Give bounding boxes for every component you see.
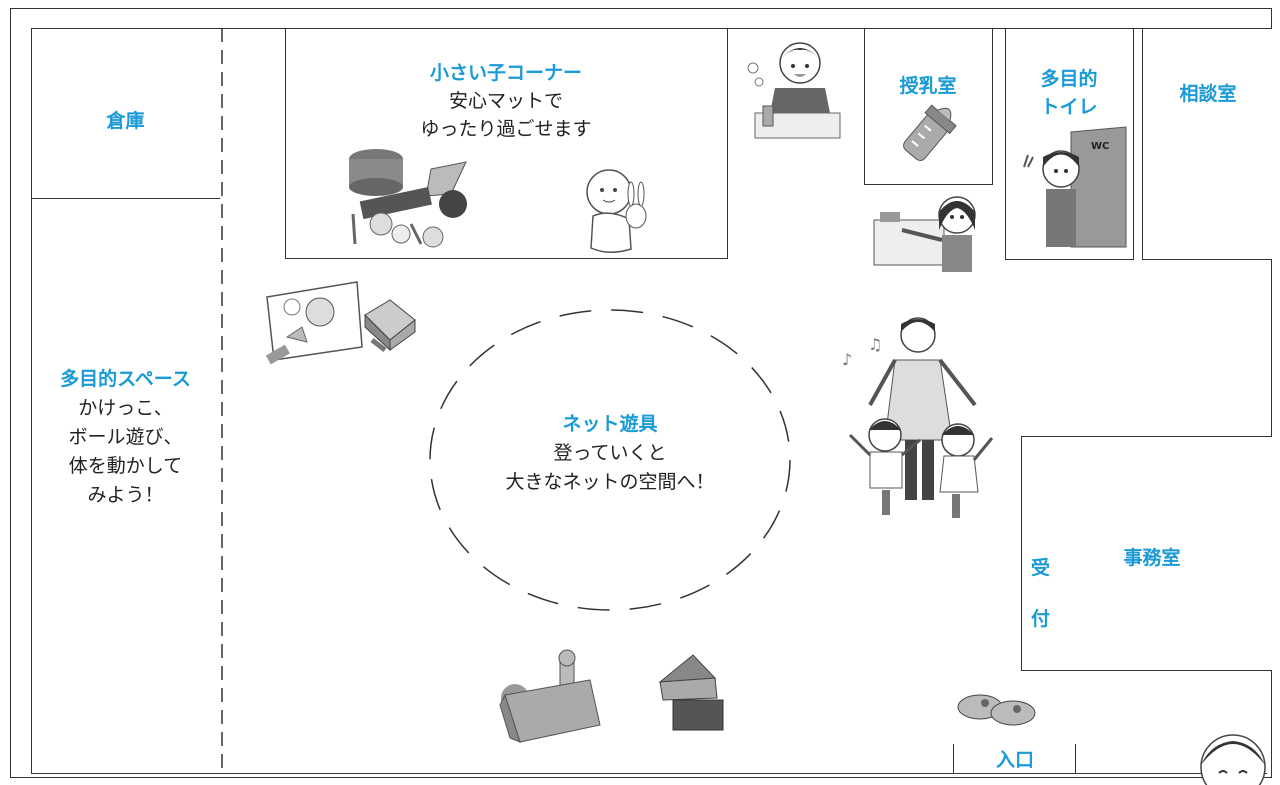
multi-space-line: 体を動かして [68, 455, 183, 477]
baby-with-toy-icon [586, 169, 647, 253]
reception-char: 付 [1031, 608, 1051, 630]
child-peace-sign-icon [1023, 126, 1127, 248]
nursing-label: 授乳室 [899, 75, 957, 97]
net-line: 大きなネットの空間へ！ [505, 471, 715, 493]
net-line: 登っていくと [553, 442, 667, 464]
entrance-label: 入口 [955, 745, 1075, 772]
toilet-label: トイレ [1040, 96, 1098, 118]
child-washing-icon [747, 42, 841, 139]
crayon-box-icon [364, 299, 416, 352]
storage-label: 倉庫 [106, 110, 145, 132]
entrance-left-wall [953, 744, 954, 774]
net-text: ネット遊具 登っていくと 大きなネットの空間へ！ [460, 410, 760, 497]
baby-bottle-icon [903, 104, 957, 161]
toilet-label: 多目的 [1040, 68, 1098, 90]
child-face-icon [1200, 734, 1266, 785]
svg-text:♪: ♪ [842, 350, 852, 369]
net-area-outline [429, 309, 791, 611]
office-label: 事務室 [1123, 547, 1181, 569]
toilet-room: 多目的 トイレ WC [1005, 28, 1134, 260]
small-kids-label: 小さい子コーナー [429, 62, 582, 84]
small-kids-corner: 小さい子コーナー 安心マットで ゆったり過ごせます [285, 28, 728, 259]
small-kids-line: ゆったり過ごせます [420, 118, 592, 140]
drawing-paper-icon [265, 281, 363, 365]
entrance-right-wall [1075, 744, 1076, 774]
multi-space-line: みよう！ [87, 484, 164, 506]
reception-char: 受 [1031, 557, 1051, 579]
consult-room: 相談室 [1142, 28, 1272, 260]
wc-sign: WC [1091, 141, 1110, 152]
mother-and-children-dancing-icon: ♪ ♫ [842, 317, 994, 518]
net-label: ネット遊具 [562, 413, 658, 435]
small-kids-line: 安心マットで [448, 90, 563, 112]
floor-outline [10, 8, 1272, 778]
multi-space-line: ボール遊び、 [68, 426, 183, 448]
consult-label: 相談室 [1179, 83, 1237, 105]
nursing-room: 授乳室 [864, 28, 993, 185]
svg-text:♫: ♫ [868, 335, 882, 354]
child-handwashing-icon [873, 196, 976, 272]
office-room: 事務室 [1021, 436, 1272, 671]
toy-box-icon [499, 649, 601, 743]
multi-space-label: 多目的スペース [60, 368, 191, 390]
multi-space-text: 多目的スペース かけっこ、 ボール遊び、 体を動かして みよう！ [31, 365, 220, 510]
dashed-divider [221, 28, 223, 774]
building-blocks-icon [658, 654, 724, 731]
multi-space-line: かけっこ、 [78, 397, 173, 419]
child-shoes-icon [957, 694, 1036, 726]
kitchen-toys-icon [349, 149, 467, 248]
storage-room: 倉庫 [31, 28, 220, 199]
